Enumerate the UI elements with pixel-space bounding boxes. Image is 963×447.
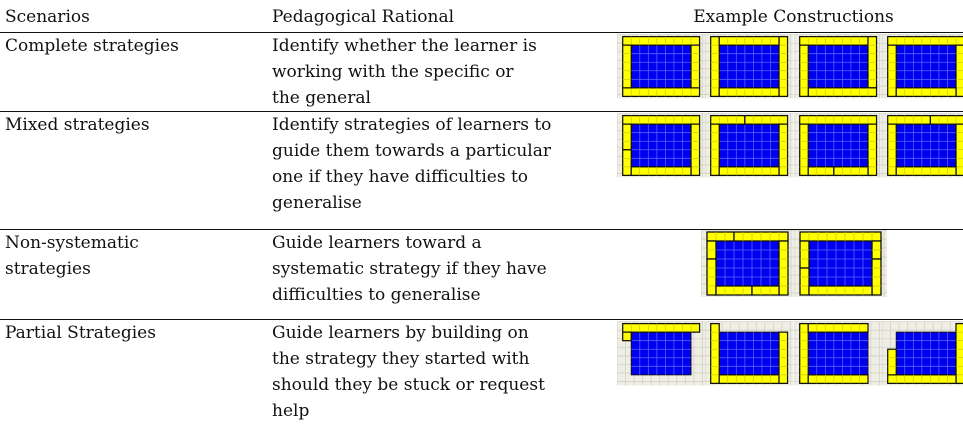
scenario-name: strategies <box>5 259 91 279</box>
tile-construction <box>705 34 794 99</box>
rationale-line: Identify whether the learner is <box>272 36 537 56</box>
header-examples: Example Constructions <box>617 4 963 33</box>
rationale-line: one if they have difficulties to <box>272 167 529 187</box>
tile-construction <box>793 34 882 99</box>
rationale-line: Guide learners by building on <box>272 323 529 343</box>
scenario-name: Non-systematic <box>5 233 139 253</box>
scenario-name: Partial Strategies <box>5 323 156 343</box>
rationale-line: the general <box>272 88 371 108</box>
scenario-name: Complete strategies <box>5 36 179 56</box>
tile-construction <box>617 113 706 178</box>
tile-construction <box>881 321 963 386</box>
rationale-line: the strategy they started with <box>272 349 530 369</box>
rationale-line: difficulties to generalise <box>272 285 481 305</box>
tile-construction <box>617 34 706 99</box>
tile-construction <box>881 34 963 99</box>
tile-construction <box>700 230 794 297</box>
table-row: Partial Strategies Guide learners by bui… <box>0 320 963 432</box>
tile-construction <box>881 113 963 178</box>
scenario-name: Mixed strategies <box>5 115 150 135</box>
tile-construction <box>793 113 882 178</box>
rationale-line: help <box>272 401 310 421</box>
example-constructions <box>617 230 963 297</box>
rationale-line: working with the specific or <box>272 62 514 82</box>
rationale-line: Guide learners toward a <box>272 233 482 253</box>
tile-construction <box>617 321 706 386</box>
header-rationale: Pedagogical Rational <box>270 4 617 33</box>
example-constructions <box>617 33 963 100</box>
scenarios-table: Scenarios Pedagogical Rational Example C… <box>0 4 963 432</box>
table-row: Non-systematic strategies Guide learners… <box>0 229 963 320</box>
rationale-line: systematic strategy if they have <box>272 259 547 279</box>
tile-construction <box>705 321 794 386</box>
tile-construction <box>793 321 882 386</box>
example-constructions <box>617 112 963 179</box>
header-scenarios: Scenarios <box>0 4 270 33</box>
rationale-line: Identify strategies of learners to <box>272 115 552 135</box>
table-row: Complete strategies Identify whether the… <box>0 32 963 112</box>
rationale-line: should they be stuck or request <box>272 375 545 395</box>
rationale-line: generalise <box>272 193 362 213</box>
tile-construction <box>705 113 794 178</box>
tile-construction <box>793 230 887 297</box>
example-constructions <box>617 320 963 387</box>
table-row: Mixed strategies Identify strategies of … <box>0 111 963 230</box>
rationale-line: guide them towards a particular <box>272 141 551 161</box>
